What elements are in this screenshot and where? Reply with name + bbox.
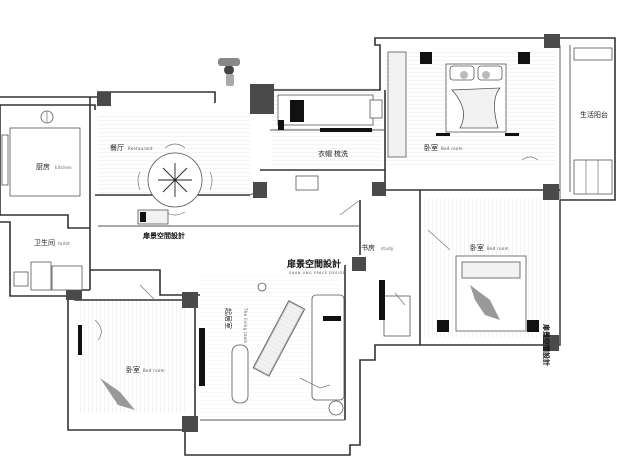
nightstand-left	[420, 52, 432, 64]
counter-edge	[320, 128, 372, 132]
dining-label-en: Restaurant	[128, 146, 153, 151]
sleeper-right	[470, 285, 500, 320]
nightstand	[437, 320, 449, 332]
toilet-fixture	[13, 271, 29, 287]
shower	[30, 261, 52, 291]
figure-outdoor	[218, 58, 240, 86]
bedroom-left-label-en: Bed room	[143, 368, 165, 373]
rug-edge	[436, 133, 450, 136]
kitchen: 厨房 kitchen	[1, 110, 81, 197]
living-label: 起居室	[224, 308, 233, 329]
column	[250, 84, 274, 114]
rug-edge	[505, 133, 519, 136]
sideboard-accent	[140, 212, 146, 222]
cloak-label: 衣帽	[318, 149, 332, 158]
living-label-en: The living room	[243, 307, 248, 344]
kitchen-label: 厨房	[36, 162, 50, 171]
bookshelf	[379, 280, 385, 320]
accent-block	[278, 120, 284, 130]
bedroom-left-label: 卧室	[126, 365, 140, 374]
dining: 餐厅 Restaurant	[110, 143, 213, 225]
sleeper-left	[100, 378, 135, 410]
balcony-label: 生活阳台	[580, 110, 608, 119]
wardrobe-master	[387, 51, 407, 158]
living-room: 起居室 The living room	[199, 282, 345, 416]
study-desk	[383, 295, 411, 337]
balcony-cabinet	[573, 159, 613, 195]
watermarks: 扉景空間設計 扉景空間設計 SHAN JING SPACE DESIGN 扉景空…	[142, 231, 551, 366]
cloak-label-2: 梳洗	[334, 149, 348, 158]
balcony-cabinet	[573, 47, 613, 61]
bedroom-left: 卧室 Bed room	[78, 284, 165, 410]
bedroom-right-label: 卧室	[470, 243, 484, 252]
column	[543, 184, 559, 200]
study-label-en: study	[381, 246, 394, 251]
bedroom-right: 卧室 Bed room	[427, 229, 539, 332]
column	[253, 182, 267, 198]
kitchen-counter	[9, 127, 81, 197]
column	[182, 292, 198, 308]
lamp	[328, 400, 344, 416]
sofa-cushion	[323, 316, 341, 321]
kitchen-label-en: kitchen	[55, 165, 72, 170]
watermark: 扉景空間設計	[142, 231, 185, 240]
washing-machine	[295, 175, 319, 191]
bed-sheet	[451, 87, 501, 129]
toilet-label-en: toilet	[58, 241, 70, 246]
nightstand-right	[518, 52, 530, 64]
watermark: 扉景空間設計	[542, 323, 551, 366]
master-bedroom-label-en: Bed room	[441, 146, 463, 151]
cloak-room: 衣帽 梳洗	[277, 94, 383, 191]
wardrobe-panel	[290, 100, 304, 122]
pillow-right	[461, 261, 521, 279]
nightstand	[527, 320, 539, 332]
bedroom-left-floor	[78, 300, 188, 412]
toilet: 卫生间 toilet	[13, 238, 83, 291]
master-bedroom-label: 卧室	[424, 143, 438, 152]
sectional-sofa	[311, 294, 345, 401]
column	[182, 416, 198, 432]
bedroom-left-wall-accent	[78, 325, 82, 355]
coffee-table	[252, 300, 306, 377]
sofa	[231, 344, 249, 404]
pillow	[477, 65, 503, 81]
column	[352, 257, 366, 271]
balcony: 生活阳台	[573, 47, 613, 195]
vanity	[51, 265, 83, 291]
tv-wall	[199, 328, 205, 386]
column	[543, 335, 559, 351]
column	[97, 92, 111, 106]
study-label: 书房	[361, 243, 375, 252]
study: 书房 study	[339, 199, 411, 337]
dining-label: 餐厅	[110, 143, 124, 152]
watermark: 扉景空間設計	[286, 258, 341, 270]
toilet-label: 卫生间	[34, 238, 55, 247]
basin	[369, 99, 383, 119]
bedroom-right-label-en: Bed room	[487, 246, 509, 251]
kitchen-cabinet	[1, 134, 9, 186]
column	[372, 182, 386, 196]
side-table	[257, 282, 267, 292]
walls	[0, 37, 616, 456]
watermark-sub: SHAN JING SPACE DESIGN	[289, 271, 346, 275]
master-bedroom: 卧室 Bed room	[387, 51, 539, 161]
columns	[66, 34, 560, 432]
column	[544, 34, 560, 48]
